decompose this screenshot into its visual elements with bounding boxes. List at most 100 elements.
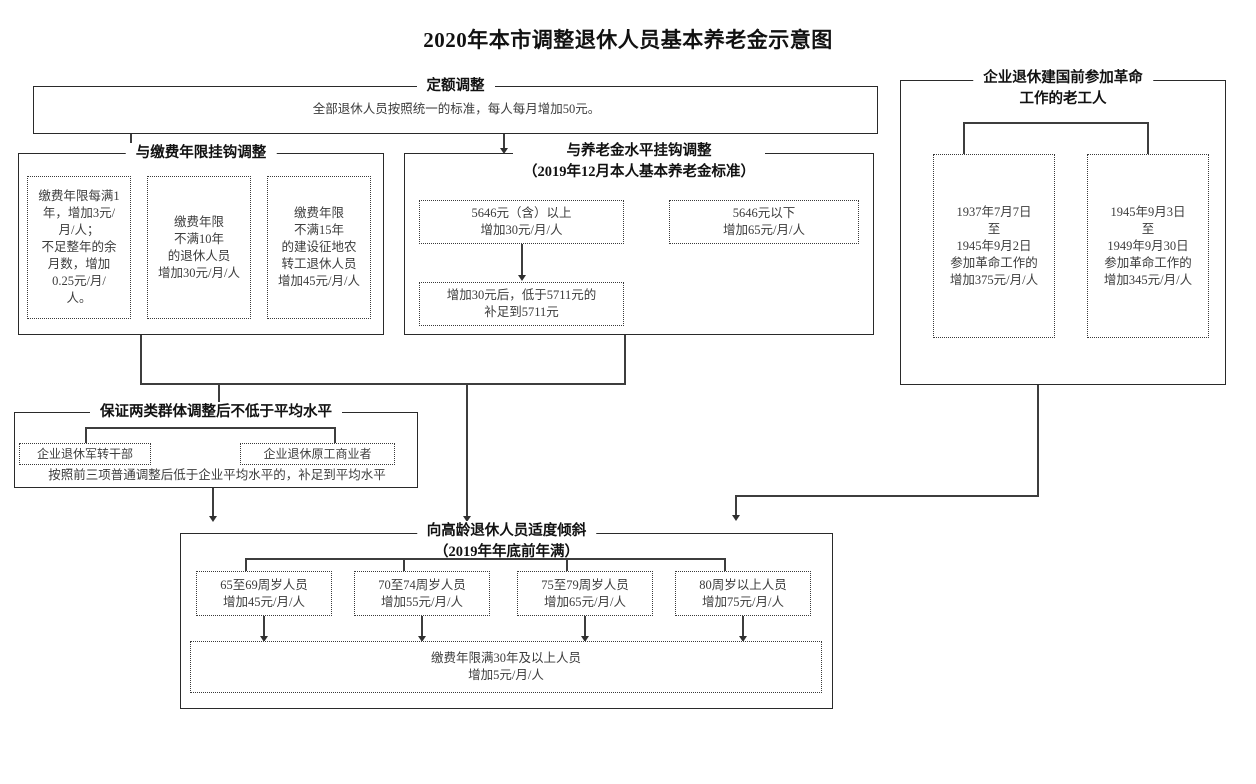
elderly-drop-4	[724, 558, 726, 580]
elderly-item1-to-footer	[263, 616, 265, 638]
arrow-fixed-to-pension	[500, 148, 508, 154]
old1-line5: 增加375元/月/人	[949, 272, 1039, 287]
elderly-item2-to-footer	[421, 616, 423, 638]
years-item1-line6: 0.25元/月/	[52, 274, 106, 288]
years-item1-line2: 年，增加3元/	[42, 206, 116, 220]
two-groups-item2-label: 企业退休原工商业者	[263, 446, 372, 461]
pension-high-bracket: 5646元（含）以上 增加30元/月/人	[419, 200, 624, 244]
pension-low-line1: 5646元以下	[732, 206, 796, 220]
elderly1-line2: 增加45元/月/人	[223, 594, 305, 609]
elderly1-line1: 65至69周岁人员	[220, 577, 308, 592]
years-linked-item-2: 缴费年限 不满10年 的退休人员 增加30元/月/人	[147, 176, 251, 319]
arrow-old-workers-to-elderly	[732, 515, 740, 521]
years-item3-line4: 转工退休人员	[281, 257, 357, 271]
arrow-merge-to-elderly	[463, 516, 471, 522]
two-groups-item-1: 企业退休军转干部	[19, 443, 151, 465]
two-groups-note: 按照前三项普通调整后低于企业平均水平的，补足到平均水平	[48, 468, 386, 482]
elderly-legend-line2: （2019年年底前年满）	[434, 544, 579, 560]
connector-old-workers-down	[1037, 385, 1039, 495]
pension-legend-line2: （2019年12月本人基本养老金标准）	[523, 164, 755, 180]
elderly-footer-line1: 缴费年限满30年及以上人员	[430, 651, 581, 665]
connector-old-workers-left	[735, 495, 1039, 497]
years-item3-line3: 的建设征地农	[281, 240, 357, 254]
connector-pension-down	[624, 335, 626, 383]
arrow-elderly3-to-footer	[581, 636, 589, 642]
old2-line5: 增加345元/月/人	[1103, 272, 1193, 287]
old-workers-drop-right	[1147, 122, 1149, 154]
old-workers-legend-line1: 企业退休建国前参加革命	[983, 70, 1143, 86]
old-workers-bus	[963, 122, 1148, 124]
connector-old-workers-to-elderly	[735, 495, 737, 517]
years-item3-line1: 缴费年限	[293, 206, 344, 220]
page-title: 2020年本市调整退休人员基本养老金示意图	[423, 28, 833, 52]
group-fixed-adjustment: 定额调整 全部退休人员按照统一的标准，每人每月增加50元。	[33, 76, 878, 134]
old-workers-drop-left	[963, 122, 965, 154]
group-pension-linked: 与养老金水平挂钩调整 （2019年12月本人基本养老金标准） 5646元（含）以…	[404, 141, 874, 335]
connector-fixed-to-pension	[503, 134, 505, 150]
group-two-groups-legend: 保证两类群体调整后不低于平均水平	[90, 402, 342, 422]
old2-line1: 1945年9月3日	[1110, 204, 1186, 219]
elderly-item-1: 65至69周岁人员 增加45元/月/人	[196, 571, 332, 616]
pension-supp-line2: 补足到5711元	[484, 305, 559, 319]
elderly2-line1: 70至74周岁人员	[378, 577, 466, 592]
two-groups-drop-left	[85, 427, 87, 444]
years-linked-item-1: 缴费年限每满1 年，增加3元/ 月/人； 不足整年的余 月数，增加 0.25元/…	[27, 176, 131, 319]
group-elderly-legend: 向高龄退休人员适度倾斜 （2019年年底前年满）	[416, 521, 597, 563]
elderly-item-4: 80周岁以上人员 增加75元/月/人	[675, 571, 811, 616]
old1-line4: 参加革命工作的	[950, 255, 1038, 270]
group-elderly: 向高龄退休人员适度倾斜 （2019年年底前年满） 65至69周岁人员 增加45元…	[180, 521, 833, 709]
connector-fixed-to-years	[130, 134, 132, 150]
group-pension-linked-legend: 与养老金水平挂钩调整 （2019年12月本人基本养老金标准）	[513, 141, 765, 183]
years-item2-line3: 的退休人员	[167, 248, 231, 263]
years-item2-line1: 缴费年限	[173, 214, 224, 229]
years-item2-line2: 不满10年	[173, 231, 224, 246]
elderly-drop-3	[566, 558, 568, 580]
group-old-workers: 企业退休建国前参加革命 工作的老工人 1937年7月7日 至 1945年9月2日…	[900, 68, 1226, 385]
connector-merge-to-two-groups	[218, 383, 220, 405]
pension-supp-line1: 增加30元后，低于5711元的	[446, 288, 597, 302]
group-fixed-adjustment-legend: 定额调整	[416, 76, 495, 96]
group-two-groups: 保证两类群体调整后不低于平均水平 企业退休军转干部 企业退休原工商业者 按照前三…	[14, 402, 418, 488]
pension-low-bracket: 5646元以下 增加65元/月/人	[669, 200, 859, 244]
elderly-item3-to-footer	[584, 616, 586, 638]
old1-line3: 1945年9月2日	[956, 238, 1032, 253]
pension-legend-line1: 与养老金水平挂钩调整	[566, 143, 712, 159]
connector-years-down	[140, 335, 142, 383]
arrow-high-to-supplement	[518, 275, 526, 281]
connector-two-groups-down	[212, 488, 214, 518]
group-years-linked-legend: 与缴费年限挂钩调整	[125, 143, 277, 163]
two-groups-bus	[85, 427, 335, 429]
years-item1-line5: 月数，增加	[47, 257, 111, 271]
elderly-footer: 缴费年限满30年及以上人员 增加5元/月/人	[190, 641, 822, 693]
fixed-adjustment-body: 全部退休人员按照统一的标准，每人每月增加50元。	[312, 102, 601, 116]
years-item3-line2: 不满15年	[293, 223, 344, 237]
old1-line1: 1937年7月7日	[956, 204, 1032, 219]
years-item1-line7: 人。	[66, 291, 92, 305]
old-workers-item-2: 1945年9月3日 至 1949年9月30日 参加革命工作的 增加345元/月/…	[1087, 154, 1209, 338]
two-groups-item-2: 企业退休原工商业者	[240, 443, 395, 465]
elderly-drop-1	[245, 558, 247, 580]
pension-high-line1: 5646元（含）以上	[471, 206, 572, 220]
elderly-drop-2	[403, 558, 405, 580]
years-item1-line3: 月/人；	[58, 223, 100, 237]
elderly2-line2: 增加55元/月/人	[381, 594, 463, 609]
elderly4-line1: 80周岁以上人员	[699, 577, 787, 592]
elderly-legend-line1: 向高龄退休人员适度倾斜	[426, 523, 587, 539]
old2-line3: 1949年9月30日	[1107, 238, 1189, 253]
years-item3-line5: 增加45元/月/人	[278, 274, 360, 288]
elderly-item-3: 75至79周岁人员 增加65元/月/人	[517, 571, 653, 616]
elderly3-line2: 增加65元/月/人	[544, 594, 626, 609]
years-item1-line1: 缴费年限每满1	[38, 189, 120, 203]
connector-merge-to-elderly	[466, 383, 468, 518]
two-groups-item1-label: 企业退休军转干部	[36, 446, 133, 461]
pension-high-line2: 增加30元/月/人	[480, 223, 563, 237]
years-item1-line4: 不足整年的余	[41, 240, 117, 254]
elderly-footer-line2: 增加5元/月/人	[468, 668, 544, 682]
old1-line2: 至	[987, 221, 1001, 236]
arrow-elderly4-to-footer	[739, 636, 747, 642]
arrow-two-groups-to-elderly	[209, 516, 217, 522]
two-groups-drop-right	[334, 427, 336, 444]
elderly-item-2: 70至74周岁人员 增加55元/月/人	[354, 571, 490, 616]
arrow-elderly1-to-footer	[260, 636, 268, 642]
